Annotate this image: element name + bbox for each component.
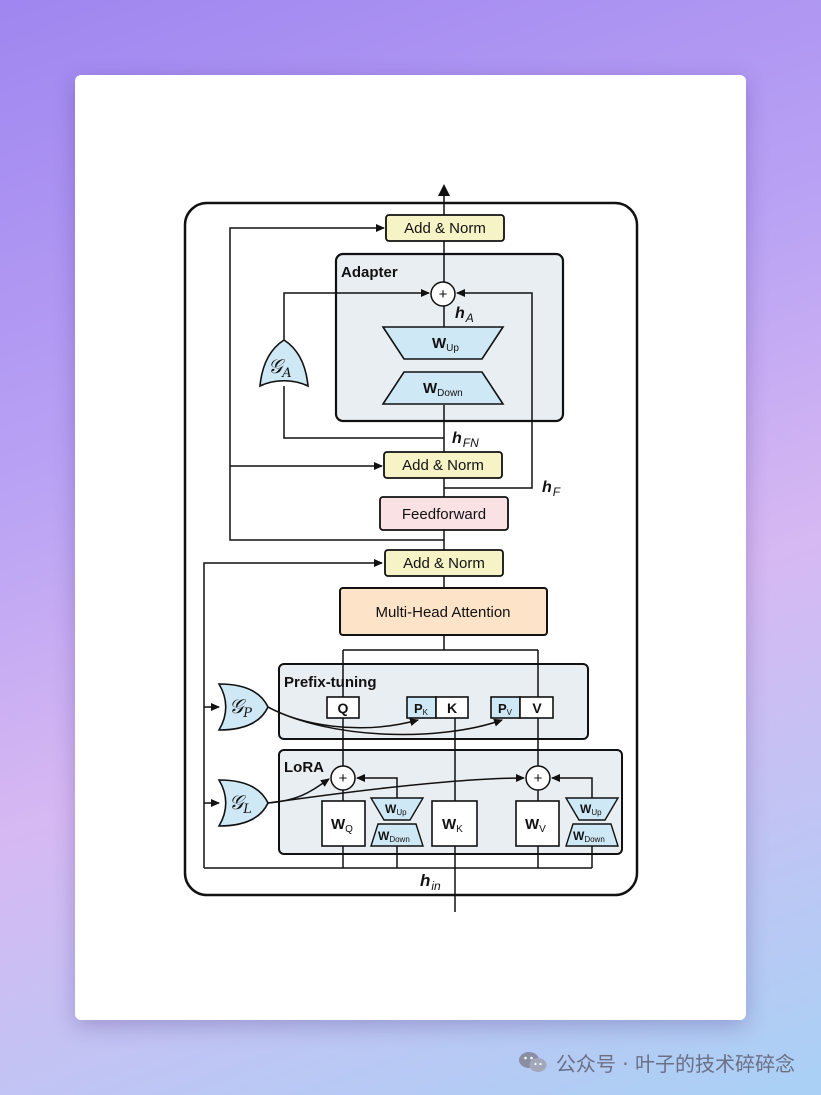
- lora-wv-box: [515, 800, 560, 847]
- adapter-sum-node: [430, 281, 456, 307]
- h-f-label: hF: [542, 479, 561, 499]
- prefix-q-box: [326, 696, 360, 719]
- lora-v-w-down-block: [565, 823, 619, 847]
- add-norm-bottom-label: Add & Norm: [403, 555, 485, 572]
- watermark: 公众号 · 叶子的技术碎碎念: [518, 1046, 795, 1078]
- multi-head-attention-box: [339, 587, 548, 636]
- adapter-w-up-block: [381, 326, 505, 360]
- lora-q-sum-node: [330, 765, 356, 791]
- gate-p-label: 𝒢P: [229, 694, 252, 721]
- lora-q-sum-label: +: [339, 770, 348, 787]
- gate-l-shape: [217, 779, 269, 827]
- feedforward-label: Feedforward: [402, 506, 486, 523]
- prefix-v-box: [519, 696, 554, 719]
- adapter-w-down-label: WDown: [423, 380, 463, 399]
- lora-v-w-up-block: [564, 797, 620, 821]
- add-norm-mid-label: Add & Norm: [402, 457, 484, 474]
- gate-a-label: 𝒢A: [268, 354, 292, 381]
- h-fn-label: hFN: [452, 430, 479, 450]
- lora-v-w-up-label: WUp: [580, 802, 602, 817]
- prefix-pk-label: PK: [414, 701, 429, 717]
- lora-v-sum-node: [525, 765, 551, 791]
- lora-q-w-up-label: WUp: [385, 802, 407, 817]
- add-norm-bottom-box: [384, 549, 504, 577]
- lora-v-sum-label: +: [534, 770, 543, 787]
- lora-wk-box: [431, 800, 478, 847]
- adapter-title: Adapter: [341, 264, 398, 281]
- prefix-k-label: K: [447, 700, 457, 716]
- gate-a-shape: [259, 339, 309, 388]
- prefix-k-box: [435, 696, 469, 719]
- add-norm-mid-box: [383, 451, 503, 479]
- prefix-v-label: V: [532, 700, 542, 716]
- h-a-label: hA: [455, 305, 474, 325]
- h-in-label: hin: [420, 871, 441, 893]
- lora-q-w-up-block: [369, 797, 425, 821]
- lora-q-w-down-label: WDown: [378, 829, 410, 844]
- add-norm-top-label: Add & Norm: [404, 220, 486, 237]
- feedforward-box: [379, 496, 509, 531]
- gate-p-shape: [217, 683, 269, 731]
- adapter-w-up-label: WUp: [432, 335, 459, 354]
- lora-wq-label: WQ: [331, 816, 353, 835]
- prefix-tuning-title: Prefix-tuning: [284, 674, 377, 691]
- multi-head-attention-label: Multi-Head Attention: [375, 604, 510, 621]
- lora-v-w-down-label: WDown: [573, 829, 605, 844]
- lora-wq-box: [321, 800, 366, 847]
- adapter-sum-label: +: [439, 286, 448, 303]
- lora-wk-label: WK: [442, 816, 463, 835]
- lora-title: LoRA: [284, 759, 324, 776]
- lora-wv-label: WV: [525, 816, 546, 835]
- watermark-text: 公众号 · 叶子的技术碎碎念: [555, 1051, 795, 1076]
- prefix-pv-label: PV: [498, 701, 513, 717]
- wechat-icon: [518, 1052, 547, 1072]
- add-norm-top-box: [385, 214, 505, 242]
- adapter-w-down-block: [381, 371, 505, 405]
- lora-q-w-down-block: [370, 823, 424, 847]
- transformer-layer-frame: [183, 201, 639, 897]
- prefix-q-label: Q: [338, 700, 349, 716]
- gate-l-label: 𝒢L: [229, 790, 252, 817]
